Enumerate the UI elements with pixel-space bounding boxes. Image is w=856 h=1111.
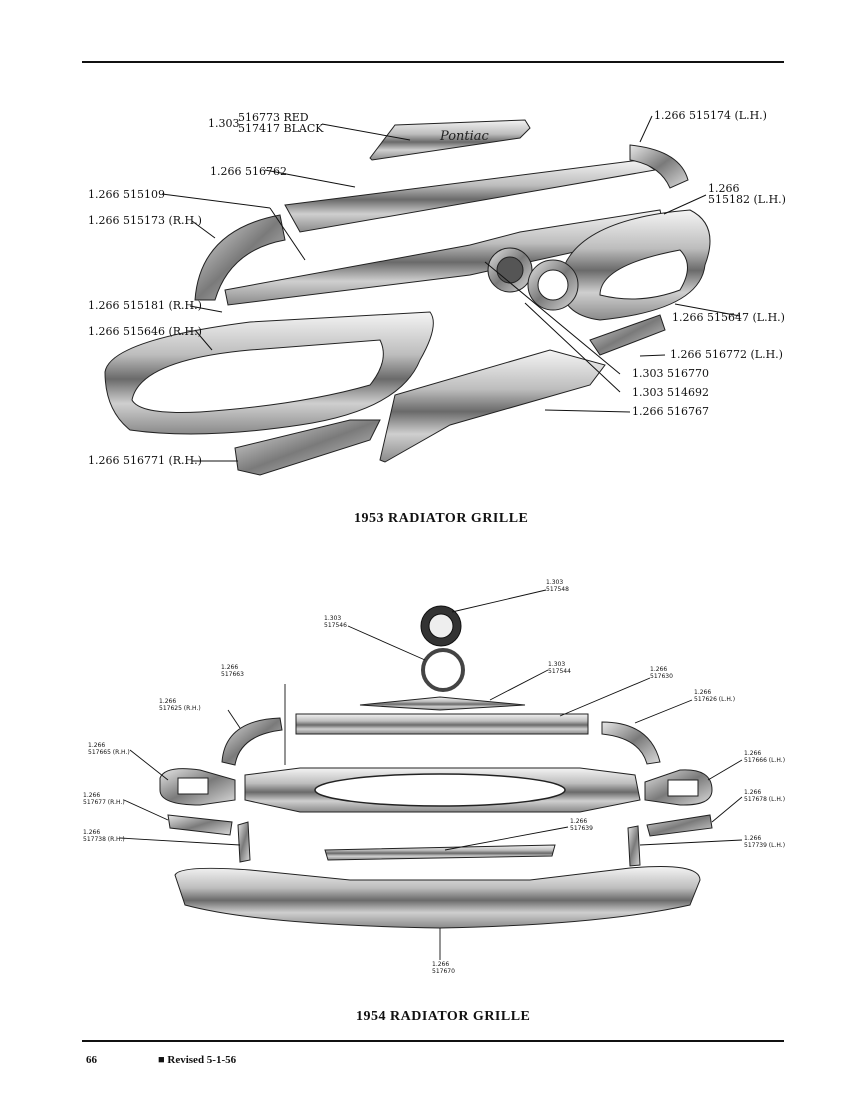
rh-filler-part — [234, 419, 381, 476]
label-upper-molding: 1.266 516762 — [210, 165, 287, 178]
bumper-part — [174, 866, 701, 929]
label-517678-b: 517678 (L.H.) — [744, 796, 786, 803]
lh-filler-part — [589, 314, 666, 356]
page-number: 66 — [86, 1054, 97, 1066]
label-517739-b: 517739 (L.H.) — [744, 842, 786, 849]
label-515181: 1.266 515181 (R.H.) — [88, 299, 202, 312]
label-517546-a: 1.303 — [324, 615, 342, 622]
rh-corner-part — [221, 717, 283, 766]
label-517626-b: 517626 (L.H.) — [694, 696, 736, 703]
label-517677-a: 1.266 — [83, 792, 101, 799]
label-517639-b: 517639 — [570, 825, 593, 832]
label-517738-b: 517738 (R.H.) — [83, 836, 125, 843]
lh-top-extension-part — [629, 144, 689, 189]
emblem-ring-part — [421, 648, 465, 692]
bottom-rule — [82, 1040, 784, 1042]
label-517630-b: 517630 — [650, 673, 673, 680]
pontiac-emblem-part — [369, 119, 531, 161]
ornament-part — [359, 696, 526, 711]
caption-1954: 1954 RADIATOR GRILLE — [356, 1009, 531, 1024]
label-517663-b: 517663 — [221, 671, 244, 678]
label-517546-b: 517546 — [324, 622, 347, 629]
label-517626-a: 1.266 — [694, 689, 712, 696]
rh-lower-bracket-part — [167, 814, 233, 836]
lh-corner-part — [601, 721, 661, 765]
svg-text:Pontiac: Pontiac — [439, 129, 490, 144]
label-top-lh: 1.266 515174 (L.H.) — [654, 109, 767, 122]
label-516770: 1.303 516770 — [632, 367, 709, 380]
upper-bar-part — [295, 713, 589, 735]
label-upper-lh-prefix: 1.266 — [708, 182, 740, 195]
label-516771: 1.266 516771 (R.H.) — [88, 454, 202, 467]
label-515647: 1.266 515647 (L.H.) — [672, 311, 785, 324]
label-515646: 1.266 515646 (R.H.) — [88, 325, 202, 338]
lh-lower-bracket-part — [646, 814, 713, 837]
rh-extension-part — [194, 214, 286, 301]
label-517544-a: 1.303 — [548, 661, 566, 668]
label-517666-b: 517666 (L.H.) — [744, 757, 786, 764]
label-517544-b: 517544 — [548, 668, 571, 675]
top-rule — [82, 61, 784, 63]
label-emblem-group: 1.303 — [208, 117, 240, 130]
label-517677-b: 517677 (R.H.) — [83, 799, 125, 806]
label-517665-a: 1.266 — [88, 742, 106, 749]
revised-note: ■ Revised 5-1-56 — [158, 1054, 237, 1066]
lower-grille-part — [379, 349, 606, 463]
label-517665-b: 517665 (R.H.) — [88, 749, 130, 756]
label-517548-a: 1.303 — [546, 579, 564, 586]
label-517678-a: 1.266 — [744, 789, 762, 796]
caption-1953: 1953 RADIATOR GRILLE — [354, 511, 529, 526]
label-upper-lh-number: 515182 (L.H.) — [708, 193, 786, 206]
label-514692: 1.303 514692 — [632, 386, 709, 399]
label-517670-a: 1.266 — [432, 961, 450, 968]
label-517625-b: 517625 (R.H.) — [159, 705, 201, 712]
label-517739-a: 1.266 — [744, 835, 762, 842]
label-517666-a: 1.266 — [744, 750, 762, 757]
label-emblem-black: 517417 BLACK — [238, 122, 324, 135]
label-ext-rh: 1.266 515173 (R.H.) — [88, 214, 202, 227]
lower-strip-part — [324, 844, 556, 861]
label-517738-a: 1.266 — [83, 829, 101, 836]
rh-filler-1954-part — [237, 821, 251, 863]
label-bar-rh: 1.266 515109 — [88, 188, 165, 201]
label-517639-a: 1.266 — [570, 818, 588, 825]
label-517663-a: 1.266 — [221, 664, 239, 671]
label-517548-b: 517548 — [546, 586, 569, 593]
label-emblem-red: 516773 RED — [238, 111, 309, 124]
label-517670-b: 517670 — [432, 968, 455, 975]
label-516772: 1.266 516772 (L.H.) — [670, 348, 783, 361]
label-516767: 1.266 516767 — [632, 405, 709, 418]
label-517630-a: 1.266 — [650, 666, 668, 673]
lh-filler-1954-part — [627, 825, 641, 867]
label-517625-a: 1.266 — [159, 698, 177, 705]
